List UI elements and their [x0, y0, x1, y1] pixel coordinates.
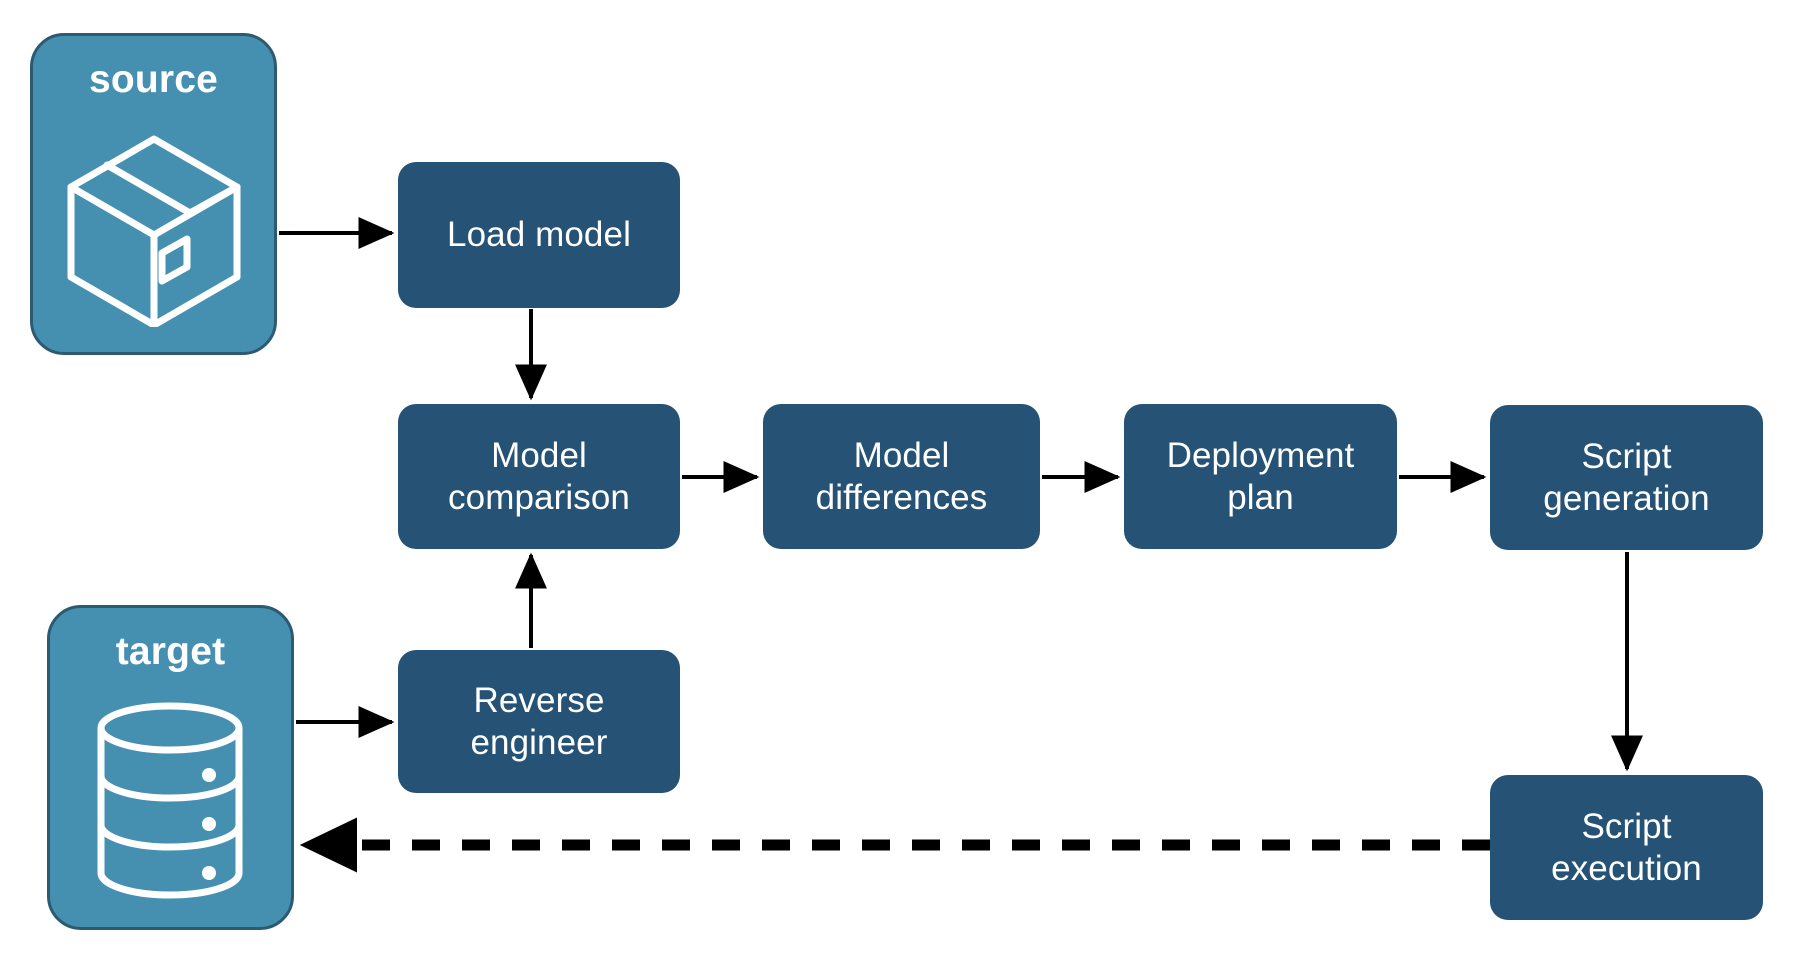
- endpoint-source-label: source: [88, 58, 219, 101]
- endpoint-target-label: target: [115, 630, 226, 673]
- process-model-comparison[interactable]: Model comparison: [398, 404, 680, 549]
- process-reverse-engineer[interactable]: Reverse engineer: [398, 650, 680, 793]
- process-model-differences-label: Model differences: [815, 436, 988, 517]
- process-deployment-plan[interactable]: Deployment plan: [1124, 404, 1397, 549]
- database-cylinder-icon: [50, 674, 291, 927]
- process-model-comparison-label: Model comparison: [448, 436, 630, 517]
- process-script-execution-label: Script execution: [1551, 807, 1702, 888]
- process-load-model[interactable]: Load model: [398, 162, 680, 308]
- process-script-generation[interactable]: Script generation: [1490, 405, 1763, 550]
- process-reverse-engineer-label: Reverse engineer: [470, 681, 608, 762]
- endpoint-target[interactable]: target: [47, 605, 294, 930]
- process-script-execution[interactable]: Script execution: [1490, 775, 1763, 920]
- process-model-differences[interactable]: Model differences: [763, 404, 1040, 549]
- endpoint-source[interactable]: source: [30, 33, 277, 355]
- package-box-icon: [33, 102, 274, 352]
- process-load-model-label: Load model: [447, 215, 631, 255]
- process-deployment-plan-label: Deployment plan: [1166, 436, 1355, 517]
- process-script-generation-label: Script generation: [1543, 437, 1710, 518]
